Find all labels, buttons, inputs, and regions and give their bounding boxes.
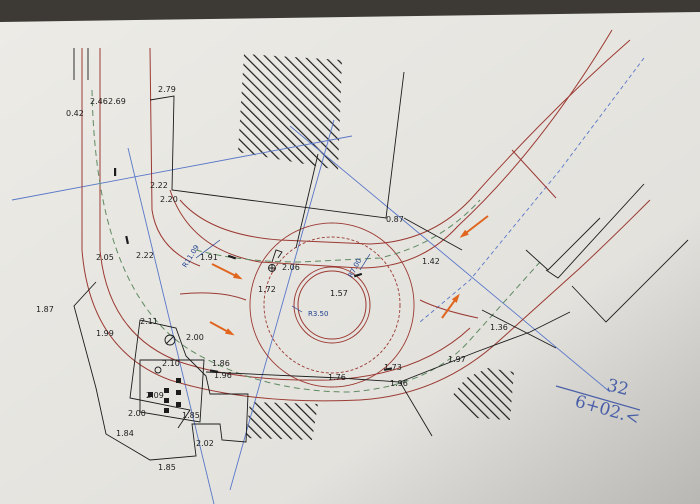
elevation-label: 2.79 — [158, 85, 176, 94]
elevation-label: 0.87 — [386, 215, 404, 224]
elevation-label: 1.57 — [330, 289, 348, 298]
small-building — [148, 378, 181, 413]
roundabout — [249, 222, 415, 388]
survey-markers — [154, 249, 283, 374]
survey-line-horizontal — [11, 135, 353, 201]
elevation-label: 1.99 — [96, 329, 114, 338]
elevation-label: 1.97 — [448, 355, 466, 364]
elevation-label: 1.86 — [212, 359, 230, 368]
elevation-label: 0.42 — [66, 109, 84, 118]
flag-icon — [271, 249, 283, 263]
manhole-icon — [164, 334, 176, 346]
elevation-label: 2.69 — [108, 97, 126, 106]
elevation-label: 2.09 — [146, 391, 164, 400]
point-icon — [154, 366, 162, 374]
elevation-label: 1.91 — [200, 253, 218, 262]
construction-lines — [73, 48, 689, 461]
elevation-label: 1.42 — [422, 257, 440, 266]
elevation-label: 1.85 — [182, 411, 200, 420]
radius-leader-line — [195, 239, 221, 259]
elevation-label: 1.84 — [116, 429, 134, 438]
elevation-label: 1.87 — [36, 305, 54, 314]
elevation-label: 1.36 — [490, 323, 508, 332]
survey-line-vertical — [229, 119, 335, 491]
survey-line-dashed — [419, 57, 645, 323]
elevation-label: 2.10 — [162, 359, 180, 368]
elevation-label: 2.20 — [160, 195, 178, 204]
elevation-label: 2.11 — [140, 317, 158, 326]
elevation-label: 1.96 — [214, 371, 232, 380]
radius-leader-line — [359, 253, 371, 271]
roundabout-central-island-inner — [297, 270, 367, 340]
elevation-label: 2.00 — [128, 409, 146, 418]
hatched-area-right — [452, 368, 514, 420]
survey-lines — [11, 57, 645, 504]
roundabout-outer-dashed-circle — [263, 236, 401, 374]
elevation-label: 1.73 — [384, 363, 402, 372]
radius-leader-line — [291, 305, 303, 313]
inner-radius-label: R3.50 — [308, 310, 328, 318]
roundabout-central-island-outer — [293, 266, 371, 344]
direction-arrow-icon — [441, 293, 460, 319]
elevation-label: 2.06 — [282, 263, 300, 272]
survey-line-diagonal — [289, 125, 611, 393]
hatched-building-bottom — [246, 402, 318, 440]
elevation-label: 2.02 — [196, 439, 214, 448]
roundabout-circulating-edge — [249, 222, 415, 388]
direction-arrow-icon — [209, 321, 235, 336]
elevation-label: 2.05 — [96, 253, 114, 262]
elevation-label: 1.85 — [158, 463, 176, 472]
offset-lines — [91, 89, 541, 393]
kerb-marks — [114, 168, 393, 373]
elevation-label: 2.46 — [90, 97, 108, 106]
direction-arrow-icon — [459, 215, 489, 238]
elevation-label: 2.22 — [150, 181, 168, 190]
survey-line-left — [127, 147, 215, 504]
elevation-label: 1.72 — [258, 285, 276, 294]
direction-arrow-icon — [211, 263, 243, 280]
paper-shadow — [0, 12, 700, 504]
elevation-label: 2.00 — [186, 333, 204, 342]
elevation-label: 2.22 — [136, 251, 154, 260]
elevation-label: 1.76 — [328, 373, 346, 382]
road-edges — [81, 29, 651, 402]
elevation-label: 1.96 — [390, 379, 408, 388]
hatched-building-top — [238, 54, 342, 170]
traffic-direction-arrows — [209, 215, 489, 336]
